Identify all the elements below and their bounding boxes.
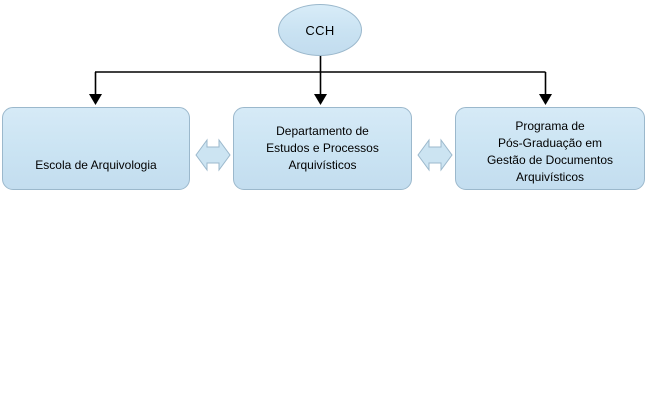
node-cch-label: CCH — [305, 22, 335, 38]
node-escola-label: Escola de Arquivologia — [35, 158, 157, 172]
node-departamento-label: Departamento de Estudos e Processos Arqu… — [266, 124, 379, 172]
arrowhead-programa — [539, 94, 552, 105]
arrowhead-departamento — [314, 94, 327, 105]
node-cch[interactable]: CCH — [278, 4, 362, 56]
node-departamento-estudos-processos[interactable]: Departamento de Estudos e Processos Arqu… — [233, 107, 412, 190]
node-programa-pos-graduacao[interactable]: Programa de Pós-Graduação em Gestão de D… — [455, 107, 645, 190]
double-arrow-escola-departamento — [195, 138, 231, 172]
node-programa-label: Programa de Pós-Graduação em Gestão de D… — [486, 119, 614, 184]
double-arrow-departamento-programa — [417, 138, 453, 172]
node-escola-de-arquivologia[interactable]: Escola de Arquivologia — [2, 107, 190, 190]
arrowhead-escola — [89, 94, 102, 105]
